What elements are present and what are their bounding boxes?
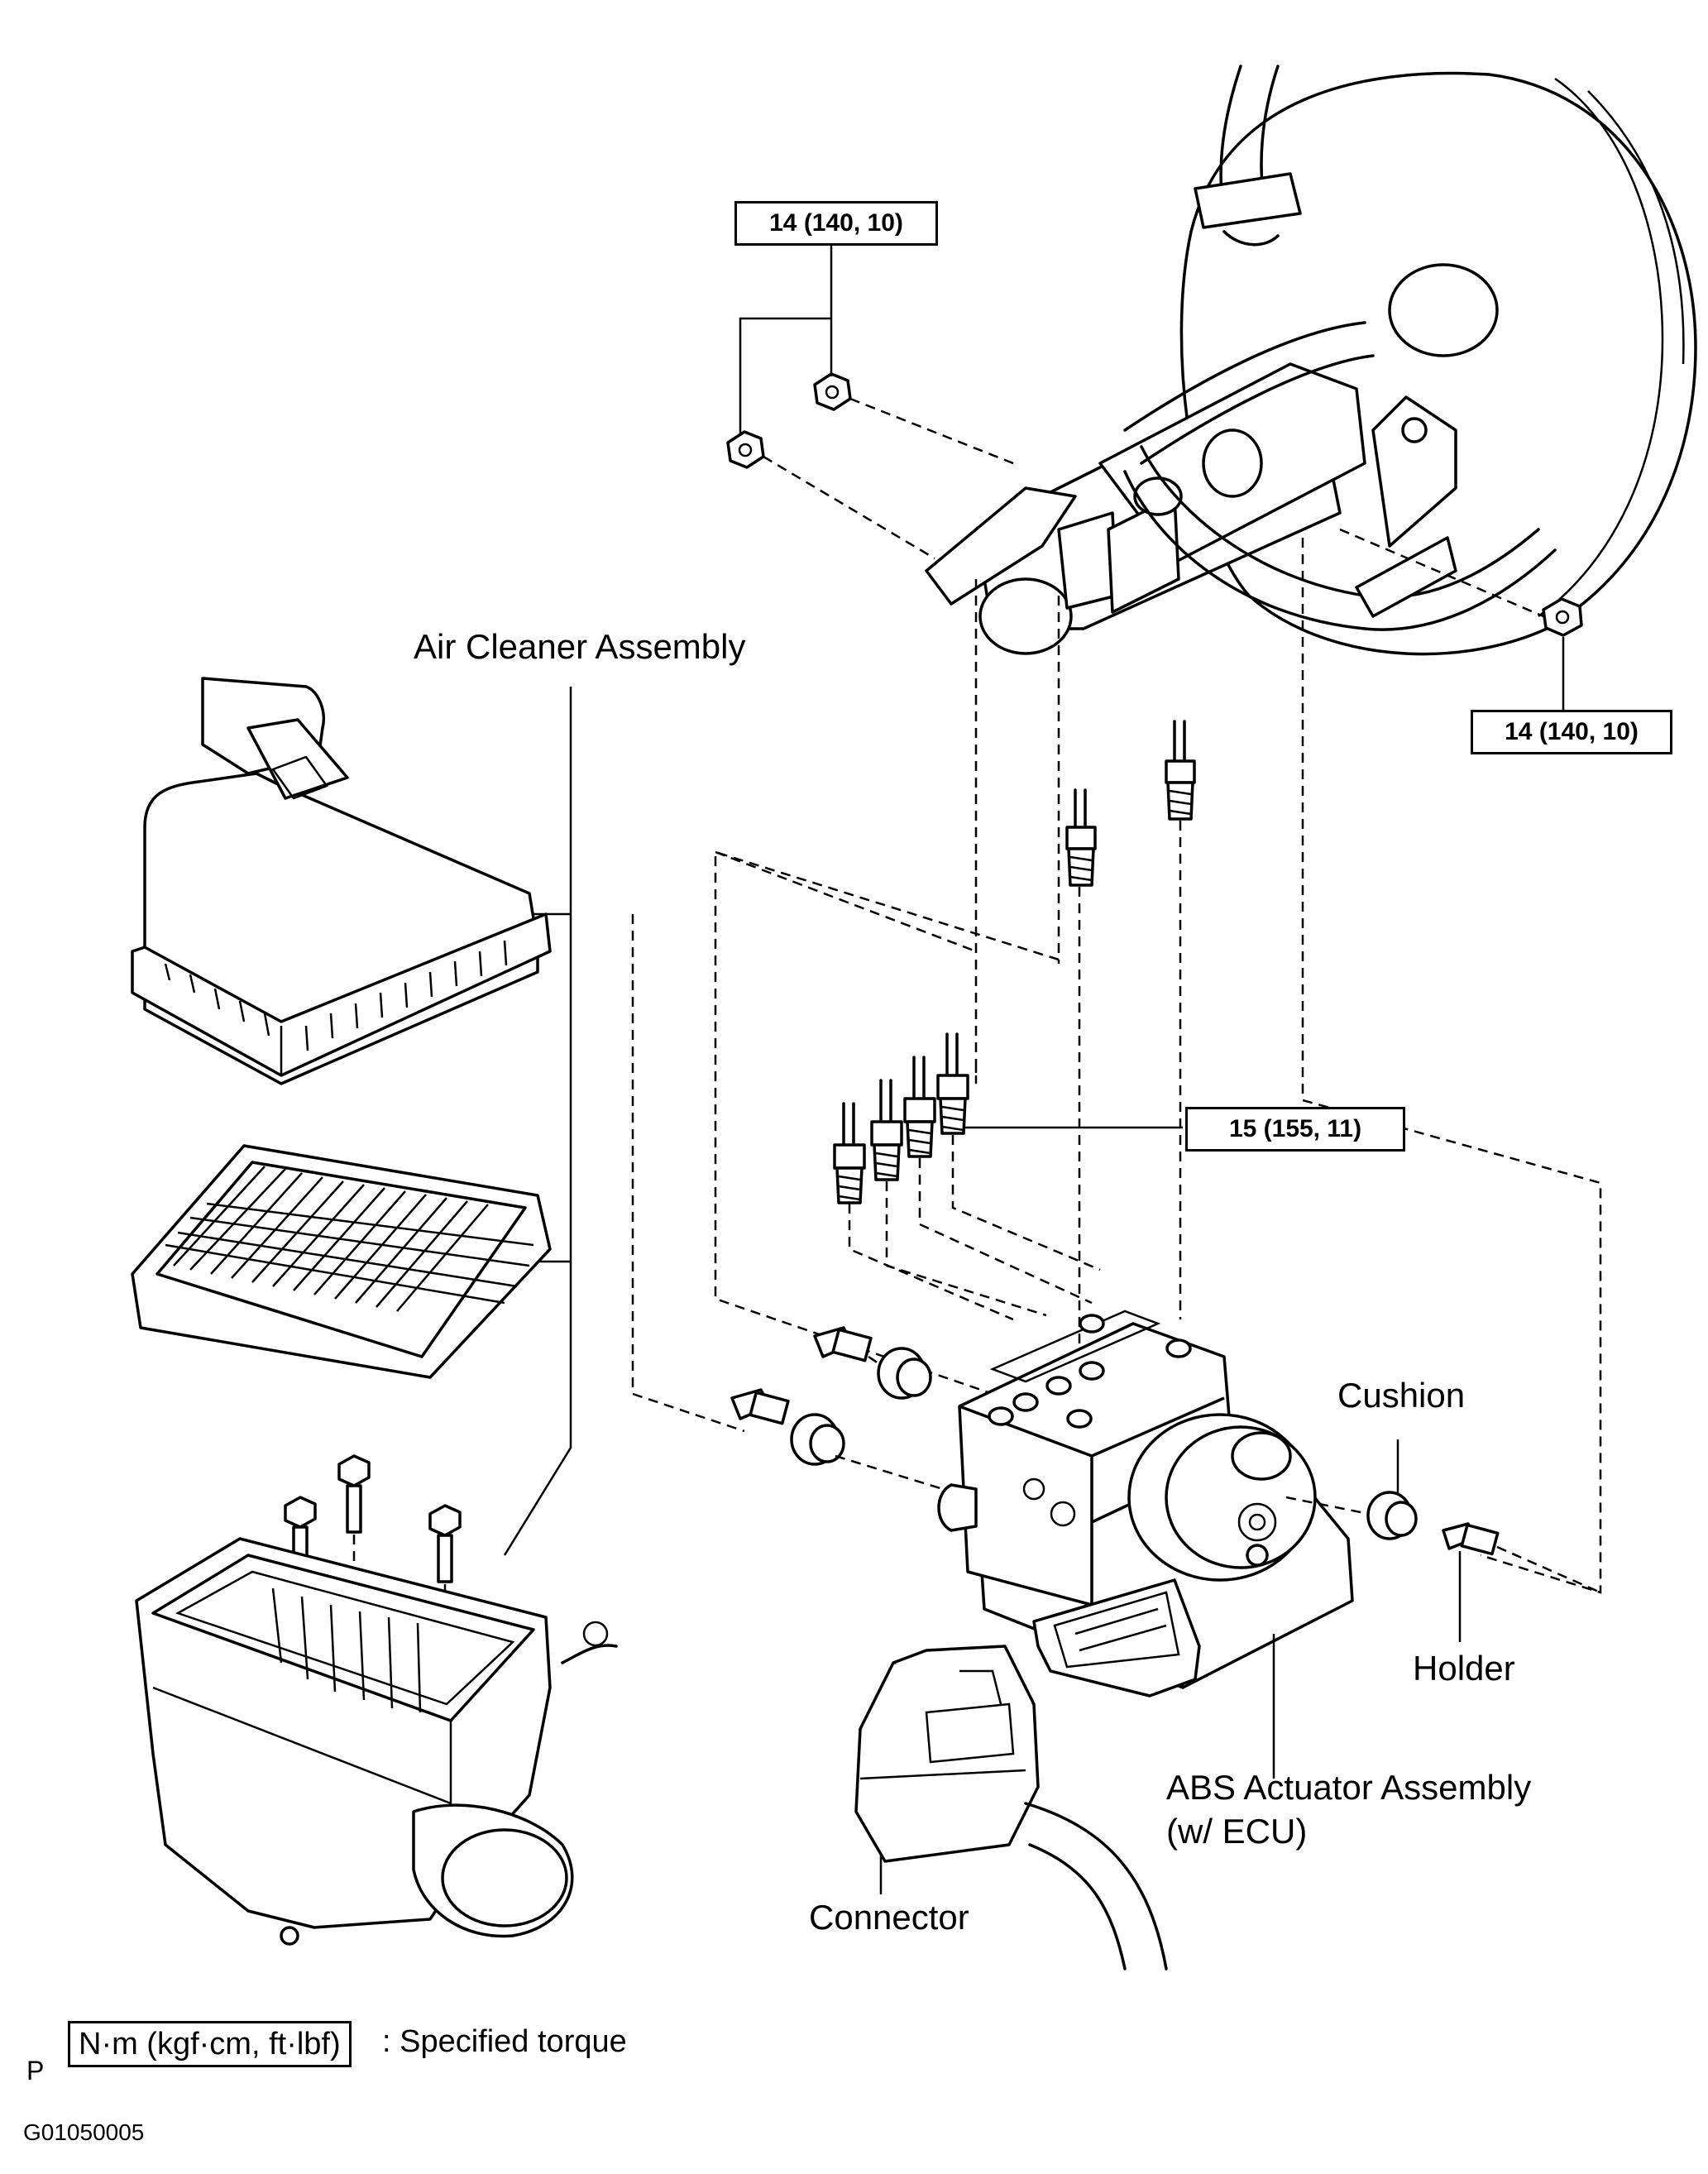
master-cylinder [925,321,1557,655]
nut-upper-2 [726,430,765,469]
figure-code: G01050005 [23,2119,145,2145]
legend-prefix: P [26,2056,45,2085]
flare-nut-top-2 [1065,788,1097,887]
cushion-right [1366,1491,1418,1540]
nut-right [1542,597,1583,637]
flare-nut-top-1 [1165,720,1196,821]
label-air-cleaner-assembly: Air Cleaner Assembly [414,627,746,666]
label-abs-actuator-line2: (w/ ECU) [1166,1812,1308,1851]
cushion-left-lower [790,1413,845,1466]
leader-air-cleaner [503,687,572,1556]
case-bolt-1 [337,1454,371,1534]
harness-connector [854,1645,1168,1970]
legend-torque-unit-box: N·m (kgf·cm, ft·lbf) [68,2021,352,2067]
holder-left-lower [730,1388,790,1425]
cushion-left-upper [877,1347,932,1400]
label-abs-actuator-line1: ABS Actuator Assembly [1166,1768,1532,1807]
nut-upper-1 [813,372,852,411]
leader-upper-nuts [739,242,833,434]
torque-spec-flare-nuts: 15 (155, 11) [1185,1107,1405,1152]
abs-actuator-assembly [937,1310,1354,1698]
holder-left-upper [813,1326,873,1362]
case-bolt-3 [428,1504,462,1583]
air-filter-element [131,1144,552,1379]
holder-right [1442,1522,1500,1556]
flare-nuts-group [833,1032,969,1204]
label-connector: Connector [809,1898,969,1937]
label-holder: Holder [1413,1649,1515,1688]
legend-description: : Specified torque [382,2024,627,2059]
label-cushion: Cushion [1337,1376,1466,1415]
air-cleaner-cap [131,677,552,1085]
air-cleaner-case [135,1537,618,1946]
torque-spec-right-nut: 14 (140, 10) [1471,710,1672,754]
torque-spec-upper-nuts: 14 (140, 10) [734,201,938,246]
